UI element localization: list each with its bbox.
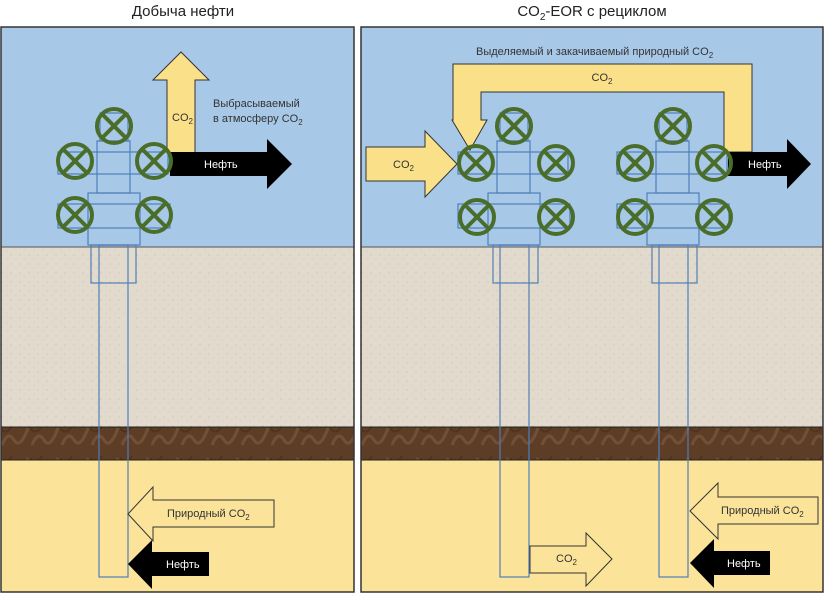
valve-cross: [140, 201, 168, 229]
valve-icon: [616, 198, 654, 236]
left-panel: CO2 Выбрасываемый в атмосферу CO2 Нефть …: [0, 26, 355, 593]
valve-ring: [537, 144, 575, 182]
oil-in-arrow-label: Нефть: [727, 558, 761, 570]
injector-well-bore: [499, 244, 530, 578]
valve-icon: [654, 107, 692, 145]
valve-ring: [616, 198, 654, 236]
valve-cross: [700, 203, 728, 231]
valve-icon: [56, 196, 94, 234]
natural-co2-arrow: [127, 485, 275, 543]
oil-in-arrow: [128, 540, 209, 589]
valve-cross: [659, 112, 687, 140]
co2-injected-arrow-label: CO2: [556, 553, 578, 567]
valve-ring: [616, 144, 654, 182]
injector-valves: [457, 107, 575, 236]
producer-valves: [616, 107, 733, 236]
natural-co2-arrow-label: Природный CO2: [167, 508, 250, 522]
right-panel-title: CO2-EOR с рециклом: [517, 3, 666, 23]
valve-ring: [458, 198, 496, 236]
valve-ring: [654, 107, 692, 145]
vented-note-line1: Выбрасываемый: [213, 98, 300, 110]
co2-vent-arrow: [151, 51, 211, 154]
valve-ring: [457, 144, 495, 182]
vented-note-line2: в атмосферу CO2: [213, 113, 303, 127]
caprock-layer: [361, 427, 823, 460]
natural-co2-arrow-label: Природный CO2: [721, 505, 804, 519]
left-valves: [56, 107, 173, 234]
valve-cross: [463, 203, 491, 231]
valve-icon: [495, 107, 533, 145]
overburden-layer: [1, 247, 354, 427]
oil-in-arrow: [690, 539, 770, 588]
valve-icon: [695, 144, 733, 182]
valve-ring: [95, 107, 133, 145]
valve-cross: [140, 147, 168, 175]
left-panel-title: Добыча нефти: [132, 3, 234, 20]
oil-out-arrow-label: Нефть: [748, 159, 782, 171]
valve-icon: [616, 144, 654, 182]
valve-ring: [695, 144, 733, 182]
valve-ring: [695, 198, 733, 236]
co2-input-arrow: [365, 129, 458, 199]
valve-icon: [537, 144, 575, 182]
valve-icon: [457, 144, 495, 182]
valve-ring: [135, 196, 173, 234]
right-panel-frame: [360, 26, 824, 593]
valve-cross: [542, 149, 570, 177]
valve-cross: [542, 203, 570, 231]
valve-cross: [462, 149, 490, 177]
oil-out-arrow: [170, 139, 292, 189]
valve-cross: [500, 112, 528, 140]
co2-recycle-arrow-label: CO2: [592, 72, 614, 86]
valve-icon: [458, 198, 496, 236]
valve-icon: [56, 142, 94, 180]
valve-icon: [95, 107, 133, 145]
left-panel-frame: [0, 26, 355, 593]
producer-well-bore: [658, 244, 689, 578]
valve-icon: [135, 142, 173, 180]
valve-ring: [495, 107, 533, 145]
valve-cross: [621, 203, 649, 231]
co2-input-arrow-label: CO2: [393, 159, 415, 173]
valve-icon: [135, 196, 173, 234]
valve-cross: [61, 201, 89, 229]
recycle-note: Выделяемый и закачиваемый природный CO2: [476, 46, 714, 60]
right-panel: CO2 Выделяемый и закачиваемый природный …: [360, 26, 824, 593]
valve-ring: [56, 142, 94, 180]
oil-in-arrow-label: Нефть: [166, 559, 200, 571]
valve-cross: [621, 149, 649, 177]
natural-co2-arrow: [689, 481, 819, 541]
oil-out-arrow: [728, 139, 811, 189]
left-well-bore: [98, 244, 129, 578]
valve-ring: [56, 196, 94, 234]
valve-cross: [100, 112, 128, 140]
valve-ring: [135, 142, 173, 180]
valve-cross: [61, 147, 89, 175]
oil-out-arrow-label: Нефть: [204, 159, 238, 171]
co2-vent-arrow-label: CO2: [172, 112, 194, 126]
valve-icon: [695, 198, 733, 236]
valve-icon: [537, 198, 575, 236]
caprock-layer: [1, 427, 354, 460]
valve-cross: [700, 149, 728, 177]
overburden-layer: [361, 247, 823, 427]
valve-ring: [537, 198, 575, 236]
co2-recycle-arrow: [451, 63, 753, 153]
co2-injected-arrow: [529, 531, 613, 588]
